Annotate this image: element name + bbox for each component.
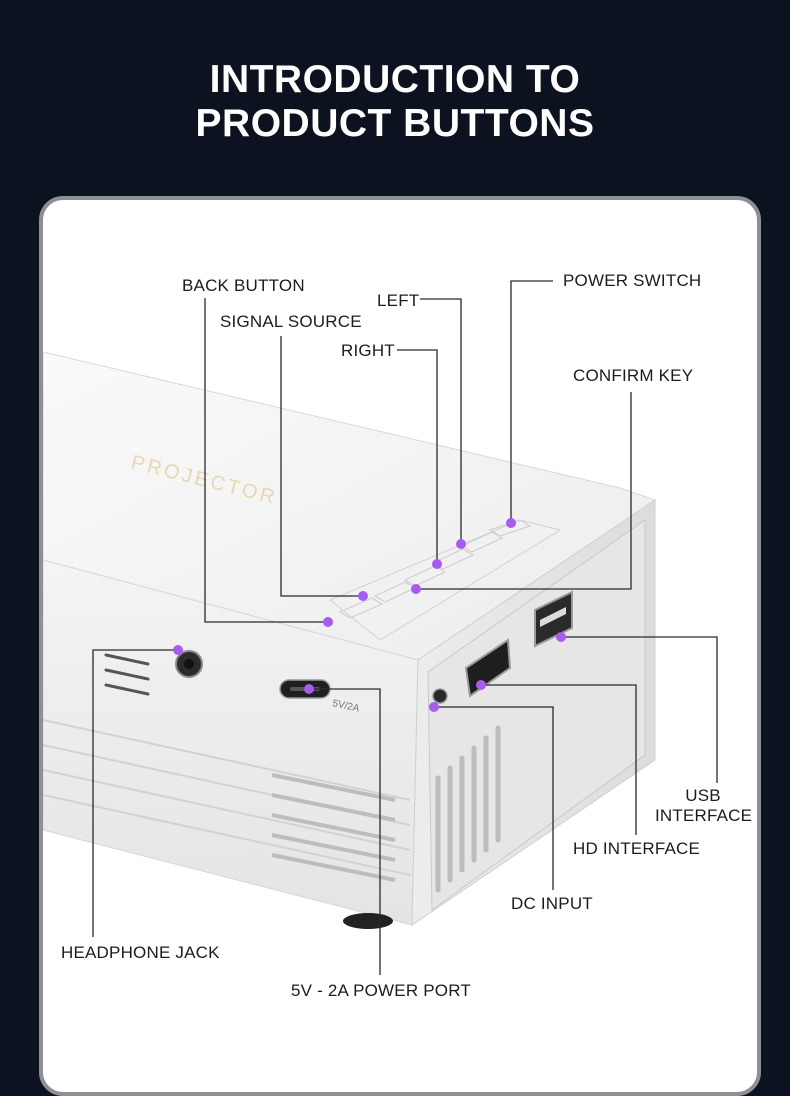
leader-dc-input: [434, 706, 554, 890]
marker-hd-interface: [476, 680, 486, 690]
marker-right: [432, 559, 442, 569]
label-back-button: BACK BUTTON: [182, 276, 305, 295]
leader-confirm-key: [416, 392, 632, 590]
marker-back-button: [323, 617, 333, 627]
leader-lines: [92, 280, 718, 975]
marker-power-switch: [506, 518, 516, 528]
label-headphone-jack: HEADPHONE JACK: [61, 943, 220, 962]
label-right: RIGHT: [341, 341, 395, 360]
label-left: LEFT: [377, 291, 420, 310]
leader-headphone-jack: [92, 649, 178, 937]
leader-left: [420, 298, 462, 544]
leader-power-switch: [510, 280, 553, 523]
marker-left: [456, 539, 466, 549]
marker-power-port: [304, 684, 314, 694]
marker-headphone-jack: [173, 645, 183, 655]
markers: [173, 518, 566, 712]
label-power-switch: POWER SWITCH: [563, 271, 702, 290]
marker-dc-input: [429, 702, 439, 712]
leader-right: [397, 349, 438, 564]
marker-signal-source: [358, 591, 368, 601]
marker-confirm-key: [411, 584, 421, 594]
label-confirm-key: CONFIRM KEY: [573, 366, 694, 385]
projector-body: PROJECTOR 5V/2A: [43, 351, 657, 929]
leader-power-port: [309, 688, 381, 975]
label-hd-interface: HD INTERFACE: [573, 839, 701, 858]
label-power-port: 5V - 2A POWER PORT: [291, 981, 471, 1000]
label-usb-line-1: USB: [685, 786, 721, 805]
leader-signal-source: [280, 336, 363, 597]
leader-hd-interface: [481, 684, 637, 835]
title-line-1: INTRODUCTION TO: [209, 58, 581, 101]
title-line-2: PRODUCT BUTTONS: [195, 102, 595, 145]
label-signal-source: SIGNAL SOURCE: [220, 312, 362, 331]
leader-back-button: [204, 298, 328, 623]
leader-usb-interface: [561, 636, 718, 783]
label-usb-line-2: INTERFACE: [655, 806, 753, 825]
label-usb-interface: USB INTERFACE: [655, 786, 753, 826]
marker-usb-interface: [556, 632, 566, 642]
label-dc-input: DC INPUT: [511, 894, 593, 913]
page-title: INTRODUCTION TO PRODUCT BUTTONS: [0, 58, 790, 146]
